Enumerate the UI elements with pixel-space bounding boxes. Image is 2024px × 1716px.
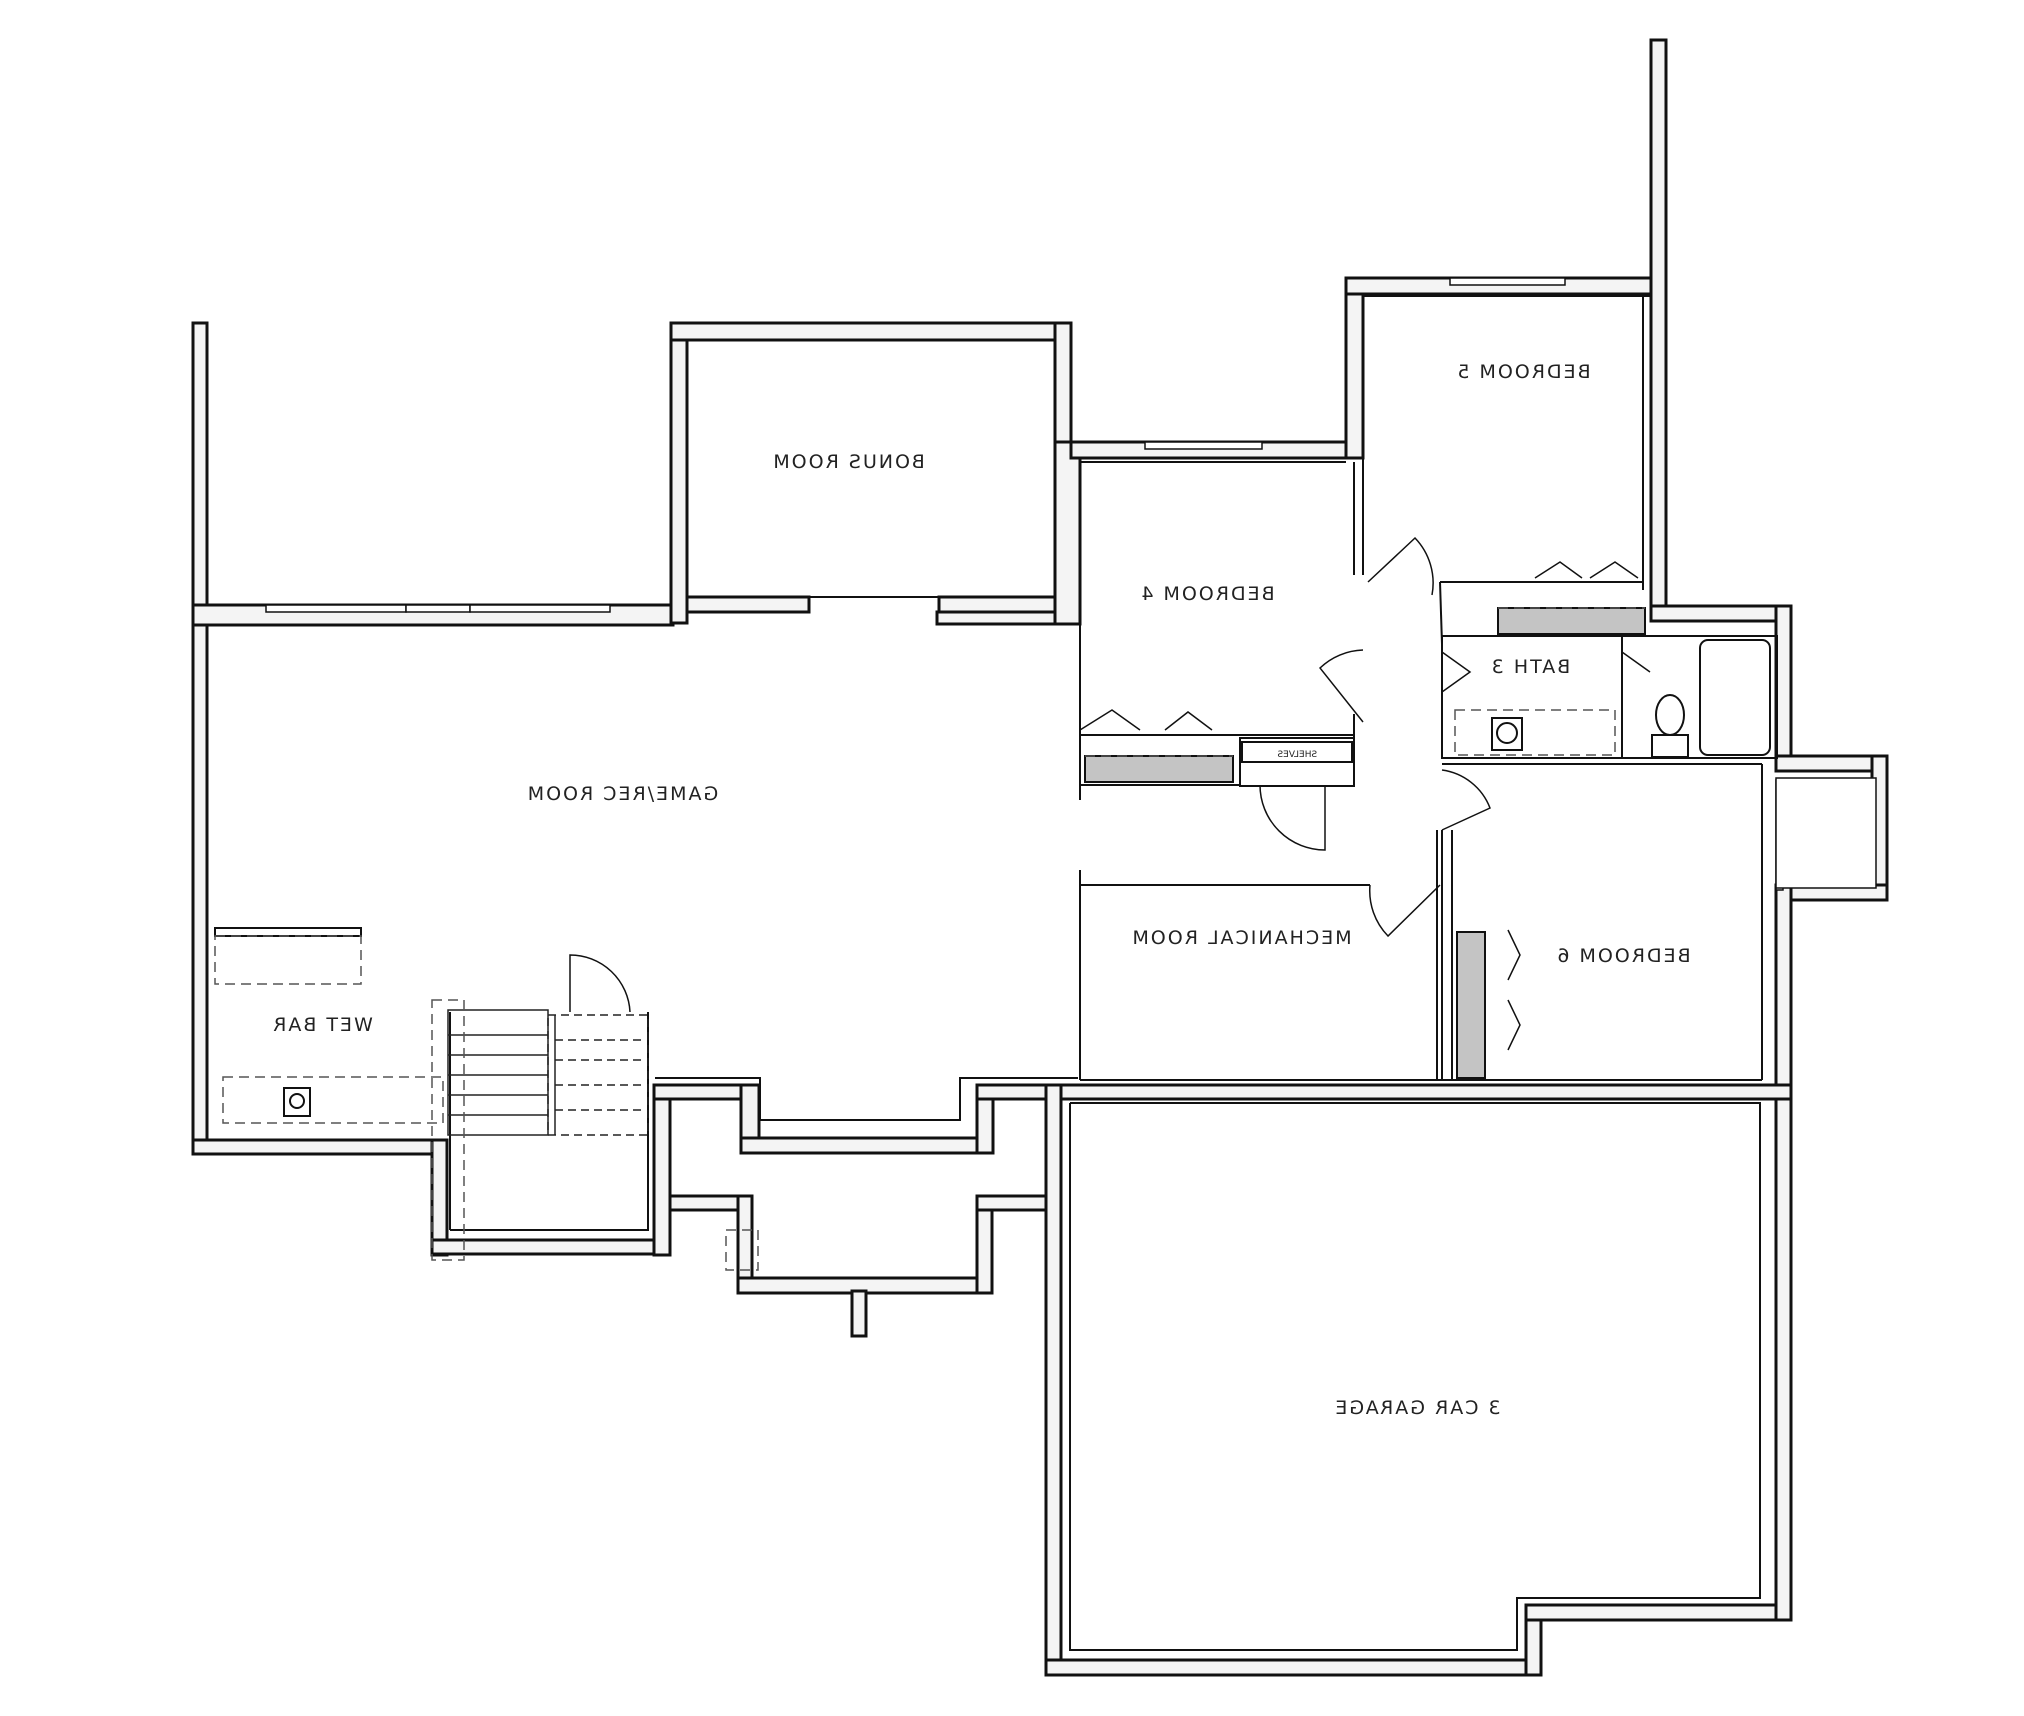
windows	[265, 277, 1877, 891]
closets	[1084, 607, 1646, 1079]
stairs	[431, 999, 759, 1271]
mechanical-room-label: MECHANICAL ROOM	[1130, 927, 1351, 949]
bonus-room-label: BONUS ROOM	[771, 451, 924, 473]
garage-label: 3 CAR GARAGE	[1333, 1397, 1500, 1419]
room-labels: BONUS ROOM GAME/REC ROOM WET BAR BEDROOM…	[271, 361, 1690, 1419]
bath-3-label: BATH 3	[1490, 656, 1571, 678]
walls	[191, 38, 1889, 1677]
bedroom-4-label: BEDROOM 4	[1139, 583, 1274, 605]
shelves-label: SHELVES	[1277, 750, 1317, 760]
wet-bar-label: WET BAR	[271, 1014, 373, 1036]
bedroom-6-label: BEDROOM 6	[1555, 945, 1690, 967]
game-room-label: GAME/REC ROOM	[526, 783, 719, 805]
interior-walls	[206, 295, 1778, 1651]
doors	[569, 536, 1651, 1051]
bedroom-5-label: BEDROOM 5	[1455, 361, 1590, 383]
fixtures	[214, 639, 1771, 1124]
